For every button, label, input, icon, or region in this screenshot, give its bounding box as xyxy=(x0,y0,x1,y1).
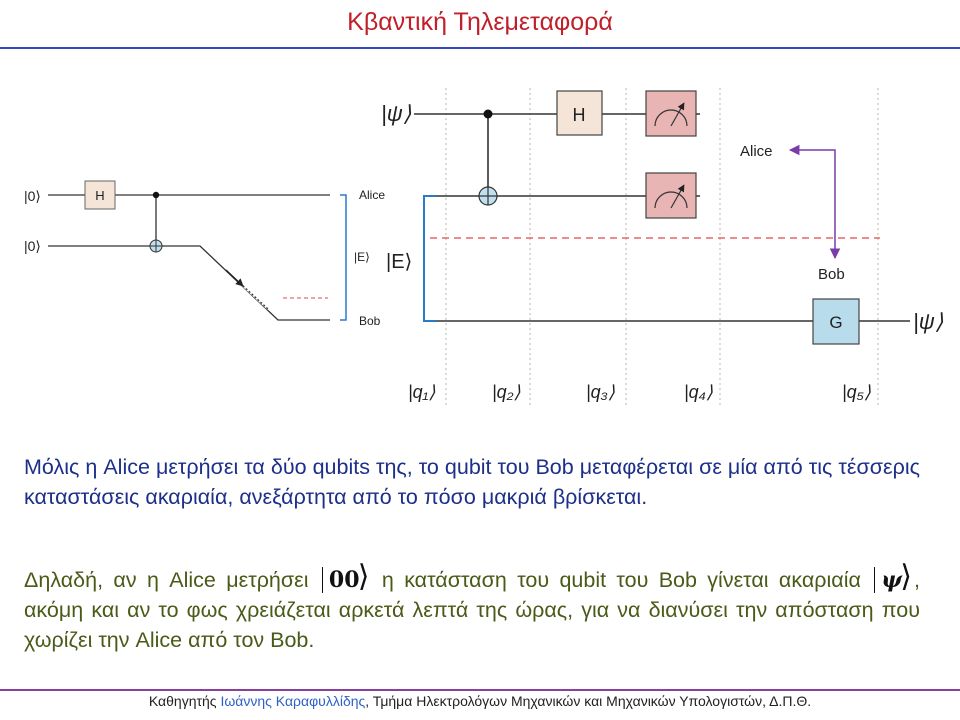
right-control-dot xyxy=(483,109,493,119)
classical-channel-arrow xyxy=(788,144,841,260)
example-text-part1: Δηλαδή, αν η Alice μετρήσει xyxy=(24,568,309,592)
right-e-input-label: |E⟩ xyxy=(386,251,412,273)
right-g-gate xyxy=(812,298,860,345)
left-alice-label: Alice xyxy=(359,188,385,202)
ket-psi: ψ⟩ xyxy=(873,562,912,595)
right-h-gate xyxy=(556,90,603,136)
left-circuit: |0⟩ |0⟩ H Alice |E⟩ Bob xyxy=(24,180,385,328)
stage-label-q1: |q₁⟩ xyxy=(408,382,435,402)
right-circuit: |ψ⟩ |E⟩ H Alice Bob xyxy=(381,88,944,408)
example-paragraph: Δηλαδή, αν η Alice μετρήσει 00⟩ η κατάστ… xyxy=(24,562,920,655)
stage-label-q4: |q₄⟩ xyxy=(684,382,713,402)
right-bob-label: Bob xyxy=(818,266,845,283)
right-entangled-bracket xyxy=(423,195,436,322)
stage-label-q3: |q₃⟩ xyxy=(586,382,615,402)
right-psi-output-label: |ψ⟩ xyxy=(913,309,944,334)
left-travel-arrow xyxy=(225,269,244,287)
example-text-part2: η κατάσταση του qubit του Bob γίνεται ακ… xyxy=(381,568,861,592)
right-psi-input-label: |ψ⟩ xyxy=(381,101,412,126)
stage-label-q2: |q₂⟩ xyxy=(492,382,521,402)
right-g-gate-label: G xyxy=(829,313,842,332)
measurement-meter-icon xyxy=(645,90,697,137)
page-title: Κβαντική Τηλεμεταφορά xyxy=(347,8,613,36)
author-name: Ιωάννης Καραφυλλίδης xyxy=(220,693,366,709)
left-h-gate-label: H xyxy=(95,188,104,203)
stage-label-q5: |q₅⟩ xyxy=(842,382,871,402)
left-bottom-wire xyxy=(48,245,330,321)
explanation-paragraph: Μόλις η Alice μετρήσει τα δύο qubits της… xyxy=(24,455,920,509)
left-e-label: |E⟩ xyxy=(354,250,370,264)
left-entangled-bracket xyxy=(340,194,347,321)
right-alice-label: Alice xyxy=(740,143,773,160)
title-divider xyxy=(0,47,960,49)
right-h-gate-label: H xyxy=(573,105,586,125)
left-bob-label: Bob xyxy=(359,314,381,328)
example-text-part3: , ακόμη και αν το φως χρειάζεται αρκετά … xyxy=(24,568,920,652)
left-input-top-label: |0⟩ xyxy=(24,188,41,204)
left-control-dot xyxy=(152,191,160,199)
teleportation-diagram: |0⟩ |0⟩ H Alice |E⟩ Bob |ψ⟩ |E⟩ xyxy=(24,88,944,408)
ket-00: 00⟩ xyxy=(321,562,370,595)
footer-divider xyxy=(0,689,960,691)
left-h-gate xyxy=(84,180,116,210)
left-input-bottom-label: |0⟩ xyxy=(24,238,41,254)
measurement-meter-icon xyxy=(645,172,697,219)
footer: Καθηγητής Ιωάννης Καραφυλλίδης, Τμήμα Ηλ… xyxy=(148,693,812,709)
